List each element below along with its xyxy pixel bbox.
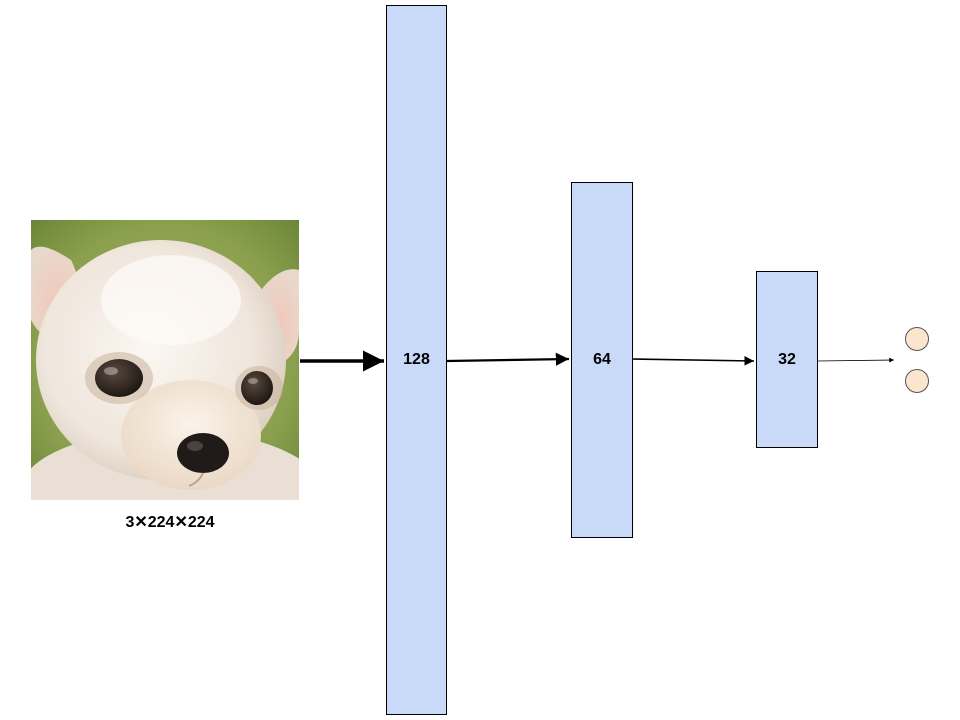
dense-layer-32: 32 — [756, 271, 818, 448]
layer-units-label: 32 — [778, 350, 796, 368]
dense-layer-128: 128 — [386, 5, 447, 715]
dog-image — [31, 220, 299, 500]
input-dimension-label: 3✕224✕224 — [125, 514, 215, 531]
input-image-dog — [31, 220, 299, 500]
output-node — [905, 369, 929, 393]
arrow-64-to-32 — [632, 356, 755, 366]
dense-layer-64: 64 — [571, 182, 633, 538]
layer-units-label: 128 — [403, 351, 430, 368]
arrow-32-to-output — [817, 357, 895, 363]
layer-units-label: 64 — [593, 351, 611, 368]
arrow-128-to-64 — [446, 352, 570, 366]
output-node — [905, 327, 929, 351]
